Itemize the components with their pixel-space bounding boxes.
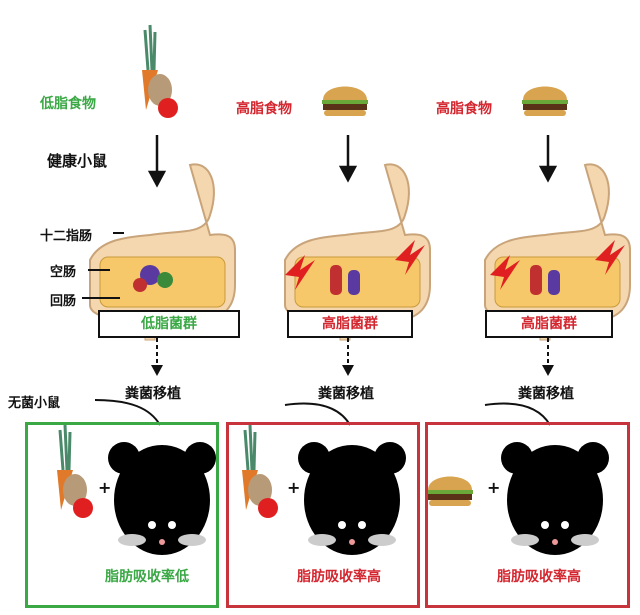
jejunum-label: 空肠 <box>50 265 77 280</box>
transplant-label: 粪菌移植 <box>518 386 574 402</box>
food-label: 低脂食物 <box>40 96 96 112</box>
duodenum-label: 十二指肠 <box>40 229 93 244</box>
flora-label: 高脂菌群 <box>287 310 413 338</box>
vegetables-icon <box>140 23 180 120</box>
result-panel-high-fat <box>226 422 420 608</box>
healthy-mouse-label: 健康小鼠 <box>47 152 108 170</box>
result-label: 脂肪吸收率高 <box>297 569 381 585</box>
flora-label: 高脂菌群 <box>485 310 613 338</box>
food-label: 高脂食物 <box>236 101 292 117</box>
plus-sign: + <box>487 478 501 497</box>
result-label: 脂肪吸收率高 <box>497 569 581 585</box>
result-panel-low-fat <box>25 422 219 608</box>
flora-label: 低脂菌群 <box>98 310 240 338</box>
ileum-label: 回肠 <box>50 294 77 309</box>
plus-sign: + <box>98 478 112 497</box>
burger-icon <box>522 86 568 116</box>
plus-sign: + <box>287 478 301 497</box>
transplant-label: 粪菌移植 <box>125 386 181 402</box>
food-label: 高脂食物 <box>436 101 492 117</box>
result-panel-high-fat <box>425 422 630 608</box>
burger-icon <box>322 86 368 116</box>
result-label: 脂肪吸收率低 <box>105 569 189 585</box>
germ-free-mouse-label: 无菌小鼠 <box>8 396 61 411</box>
transplant-label: 粪菌移植 <box>318 386 374 402</box>
